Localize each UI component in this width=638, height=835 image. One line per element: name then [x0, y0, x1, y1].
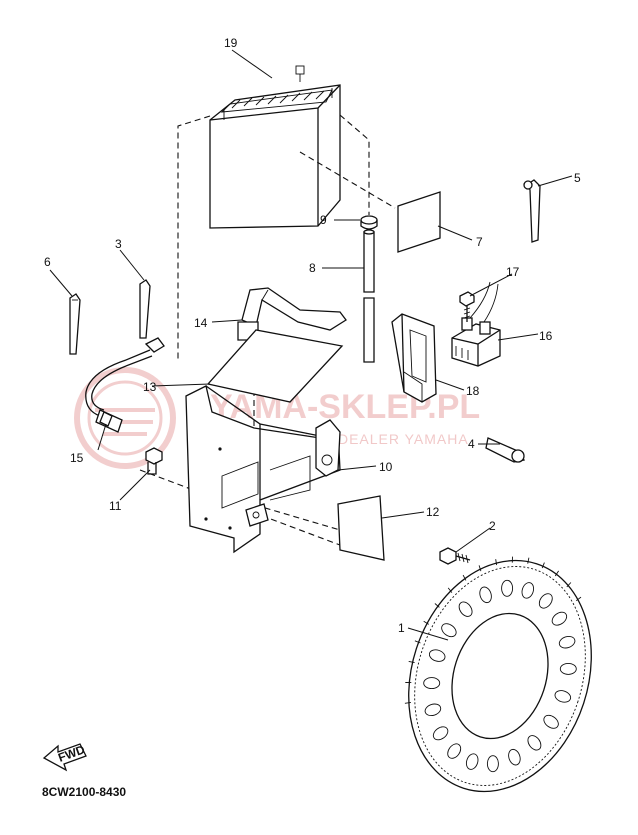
- part-number-11: 11: [109, 499, 122, 513]
- part-number-4: 4: [468, 437, 475, 451]
- cable-clamp: [485, 437, 525, 463]
- rotor-hole: [527, 735, 542, 751]
- rotor-tooth: [566, 582, 572, 588]
- part-number-8: 8: [309, 261, 316, 275]
- rotor-tooth: [414, 640, 421, 644]
- part-number-9: 9: [320, 213, 327, 227]
- starter-relay: [451, 281, 501, 367]
- part-number-12: 12: [426, 505, 440, 519]
- part-number-19: 19: [224, 36, 238, 50]
- battery-sheet: [206, 329, 344, 403]
- rotor-tooth: [408, 660, 415, 664]
- part-number-17: 17: [506, 265, 520, 279]
- rotor-tooth: [404, 701, 411, 704]
- part-number-6: 6: [44, 255, 51, 269]
- rotor-tooth: [462, 574, 467, 581]
- rotor-hole: [486, 755, 499, 773]
- rotor-hole: [465, 753, 479, 770]
- part-number-18: 18: [466, 384, 480, 398]
- rotor-hole: [554, 690, 572, 703]
- rotor-hole: [432, 726, 449, 741]
- rotor-tooth: [495, 559, 498, 566]
- rotor-hole: [458, 601, 473, 617]
- bolt-2: [439, 547, 471, 565]
- cable-band-5: [523, 179, 541, 243]
- cable-band-6: [69, 293, 81, 355]
- rotor-tooth: [447, 587, 453, 593]
- rotor-tooth: [554, 570, 559, 577]
- fwd-arrow: FWD: [42, 742, 87, 772]
- rotor-tooth: [575, 596, 582, 602]
- lead-wire: [85, 337, 165, 433]
- part-number-5: 5: [574, 171, 581, 185]
- battery-box: [185, 385, 341, 554]
- part-numbers: 19 5 3 6 9 7 8 17 14 16 13 18 4 15 10 11…: [44, 36, 581, 635]
- rotor-hole: [559, 662, 577, 675]
- cable-band-3: [139, 279, 151, 339]
- rotor-hole: [441, 623, 457, 638]
- rotor-hole: [479, 586, 492, 604]
- part-number-1: 1: [398, 621, 405, 635]
- watermark-logo: [74, 367, 176, 469]
- rotor-hole: [551, 611, 568, 626]
- hose-clip: [360, 215, 378, 230]
- rotor-hole: [447, 743, 462, 759]
- rotor-hole: [543, 714, 559, 729]
- part-number-15: 15: [70, 451, 84, 465]
- part-number-14: 14: [194, 316, 208, 330]
- part-number-10: 10: [379, 460, 393, 474]
- part-number-2: 2: [489, 519, 496, 533]
- part-number-16: 16: [539, 329, 553, 343]
- rotor-holes: [404, 556, 582, 773]
- sensor-rotor: [404, 556, 592, 793]
- rotor-hole: [428, 649, 446, 662]
- part-number-3: 3: [115, 237, 122, 251]
- rotor-hole: [508, 748, 521, 766]
- rotor-hole: [423, 677, 441, 690]
- battery: [209, 65, 341, 229]
- rotor-hole: [424, 703, 442, 717]
- rotor-tooth: [527, 557, 530, 564]
- leader-lines: [49, 49, 573, 641]
- plate: [337, 495, 385, 561]
- part-number-13: 13: [143, 380, 157, 394]
- rotor-tooth: [434, 603, 440, 608]
- rotor-tooth: [541, 562, 545, 569]
- rotor-tooth: [423, 620, 430, 625]
- bolt-11: [145, 447, 163, 475]
- rotor-hole: [558, 635, 576, 649]
- battery-pad: [397, 191, 441, 253]
- breather-hose: [363, 229, 375, 363]
- rotor-hole: [501, 579, 514, 597]
- part-number-7: 7: [476, 235, 483, 249]
- rotor-hole: [538, 593, 553, 609]
- rotor-hole: [521, 582, 535, 599]
- relay-cover: [391, 313, 437, 403]
- diagram-code: 8CW2100-8430: [42, 785, 126, 799]
- rotor-tooth: [478, 565, 482, 572]
